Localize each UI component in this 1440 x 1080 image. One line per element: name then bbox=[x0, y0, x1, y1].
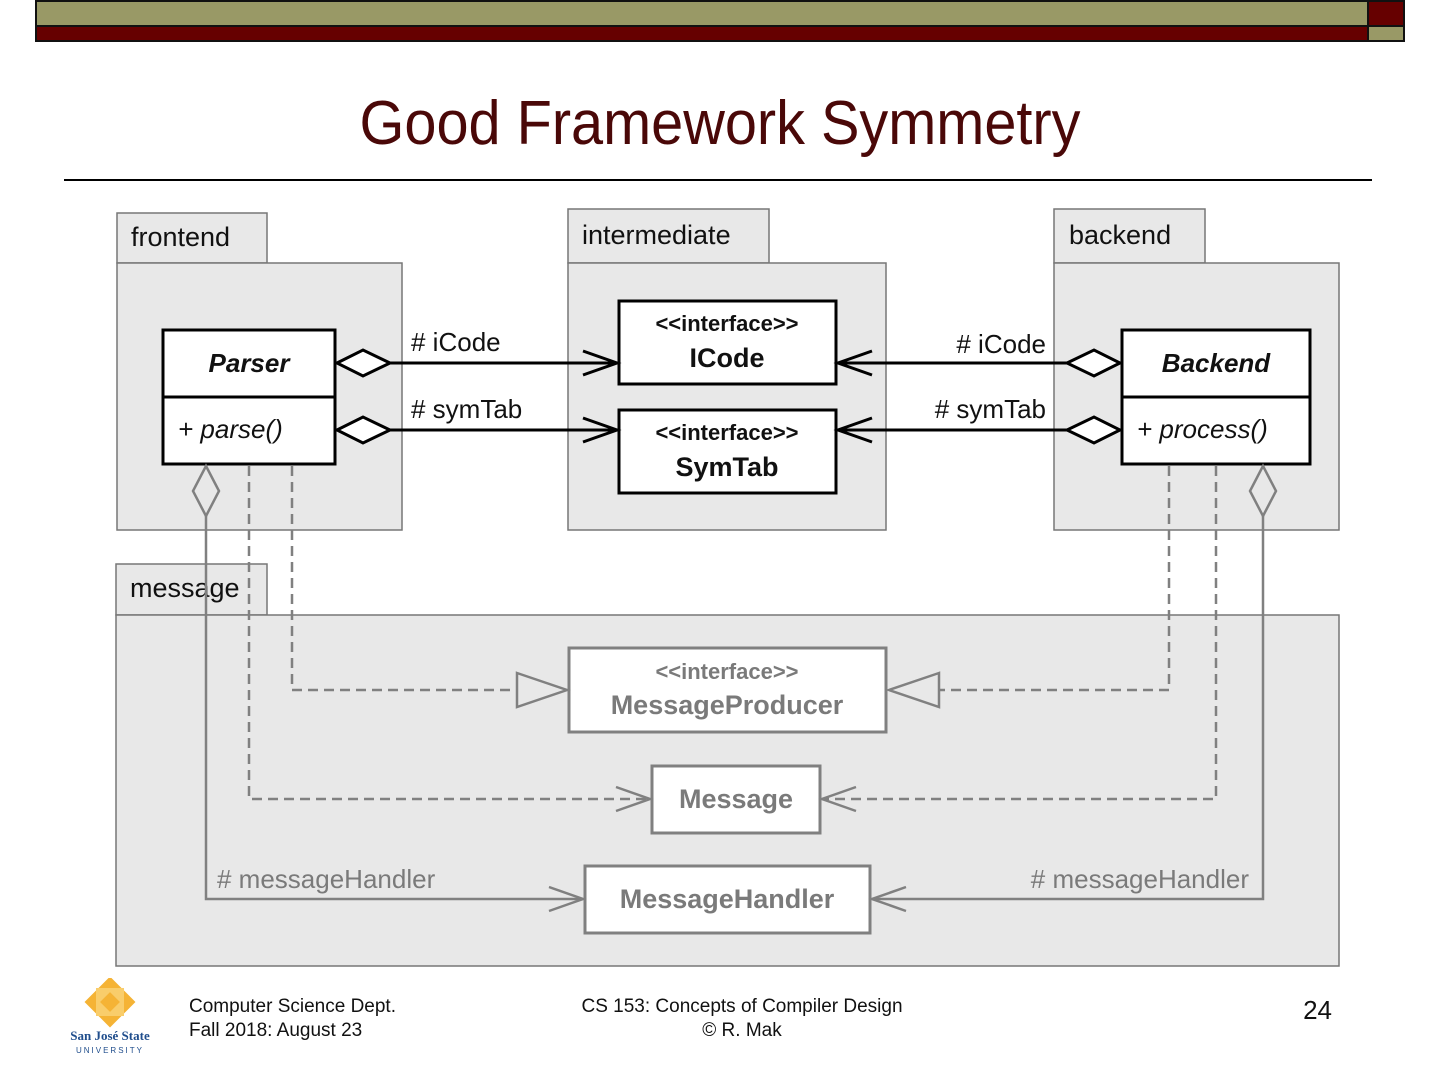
association-backend-symtab: # symTab bbox=[833, 394, 1124, 445]
class-symtab: <<interface>> SymTab bbox=[617, 408, 838, 495]
class-name: Backend bbox=[1162, 348, 1271, 378]
class-message: Message bbox=[650, 764, 822, 835]
association-label: # iCode bbox=[411, 327, 501, 357]
class-operation: + parse() bbox=[178, 414, 283, 444]
arrowhead bbox=[615, 785, 654, 813]
arrowhead bbox=[833, 349, 873, 377]
class-message-handler: MessageHandler bbox=[583, 864, 872, 935]
association-parser-icode: # iCode bbox=[333, 327, 622, 378]
aggregation-diamond bbox=[333, 415, 394, 445]
arrowhead bbox=[818, 785, 857, 813]
association-label: # messageHandler bbox=[217, 864, 436, 894]
association-backend-message-handler: # messageHandler bbox=[868, 463, 1278, 913]
aggregation-diamond bbox=[1248, 463, 1278, 519]
class-parser: Parser + parse() bbox=[161, 328, 337, 466]
association-parser-message-handler: # messageHandler bbox=[191, 463, 587, 913]
aggregation-diamond bbox=[1063, 348, 1124, 378]
class-operation: + process() bbox=[1137, 414, 1268, 444]
footer-left: Computer Science Dept. Fall 2018: August… bbox=[189, 995, 396, 1043]
package-tab bbox=[1053, 208, 1206, 264]
dependency-parser-message bbox=[247, 466, 654, 813]
association-parser-symtab: # symTab bbox=[333, 394, 622, 445]
footer-course: CS 153: Concepts of Compiler Design bbox=[581, 996, 903, 1017]
package-tab bbox=[115, 563, 268, 616]
footer-date: Fall 2018: August 23 bbox=[189, 1020, 363, 1041]
package-label: backend bbox=[1069, 220, 1171, 250]
class-name: MessageHandler bbox=[620, 884, 835, 914]
class-name: Message bbox=[679, 784, 793, 814]
arrowhead bbox=[582, 349, 622, 377]
association-label: # messageHandler bbox=[1031, 864, 1250, 894]
class-name: ICode bbox=[689, 343, 764, 373]
realization-backend-message-producer bbox=[885, 466, 1171, 709]
realization-triangle bbox=[885, 671, 941, 709]
footer-dept: Computer Science Dept. bbox=[189, 996, 396, 1017]
class-name: SymTab bbox=[675, 452, 778, 482]
class-stereotype: <<interface>> bbox=[655, 420, 798, 445]
aggregation-diamond bbox=[191, 463, 221, 519]
footer-author: © R. Mak bbox=[702, 1020, 782, 1041]
arrowhead bbox=[833, 416, 873, 444]
package-label: message bbox=[130, 573, 240, 603]
arrowhead bbox=[868, 885, 907, 913]
page-number: 24 bbox=[1303, 995, 1332, 1025]
arrowhead bbox=[548, 885, 587, 913]
association-label: # iCode bbox=[956, 329, 1046, 359]
sjsu-logo-icon: San José State UNIVERSITY bbox=[70, 976, 150, 1055]
logo-name: San José State bbox=[70, 1028, 150, 1043]
class-name: MessageProducer bbox=[611, 690, 844, 720]
association-label: # symTab bbox=[411, 394, 522, 424]
association-label: # symTab bbox=[935, 394, 1046, 424]
footer-center: CS 153: Concepts of Compiler Design © R.… bbox=[542, 995, 942, 1043]
package-tab bbox=[116, 212, 268, 264]
class-message-producer: <<interface>> MessageProducer bbox=[567, 646, 888, 734]
class-backend: Backend + process() bbox=[1120, 328, 1312, 466]
package-label: intermediate bbox=[582, 220, 731, 250]
dependency-backend-message bbox=[818, 466, 1218, 813]
class-stereotype: <<interface>> bbox=[655, 659, 798, 684]
arrowhead bbox=[582, 416, 622, 444]
aggregation-diamond bbox=[1063, 415, 1124, 445]
package-label: frontend bbox=[131, 222, 230, 252]
association-backend-icode: # iCode bbox=[833, 329, 1124, 378]
slide-title: Good Framework Symmetry bbox=[359, 89, 1081, 158]
realization-triangle bbox=[515, 671, 571, 709]
realization-parser-message-producer bbox=[290, 466, 571, 709]
class-stereotype: <<interface>> bbox=[655, 311, 798, 336]
university-logo: San José State UNIVERSITY bbox=[60, 976, 160, 1058]
logo-sub: UNIVERSITY bbox=[76, 1046, 144, 1055]
title-divider bbox=[64, 179, 1372, 181]
package-tab bbox=[567, 208, 770, 264]
class-name: Parser bbox=[209, 348, 292, 378]
header-corner-olive bbox=[1367, 25, 1405, 42]
aggregation-diamond bbox=[333, 348, 394, 378]
class-icode: <<interface>> ICode bbox=[617, 299, 838, 386]
